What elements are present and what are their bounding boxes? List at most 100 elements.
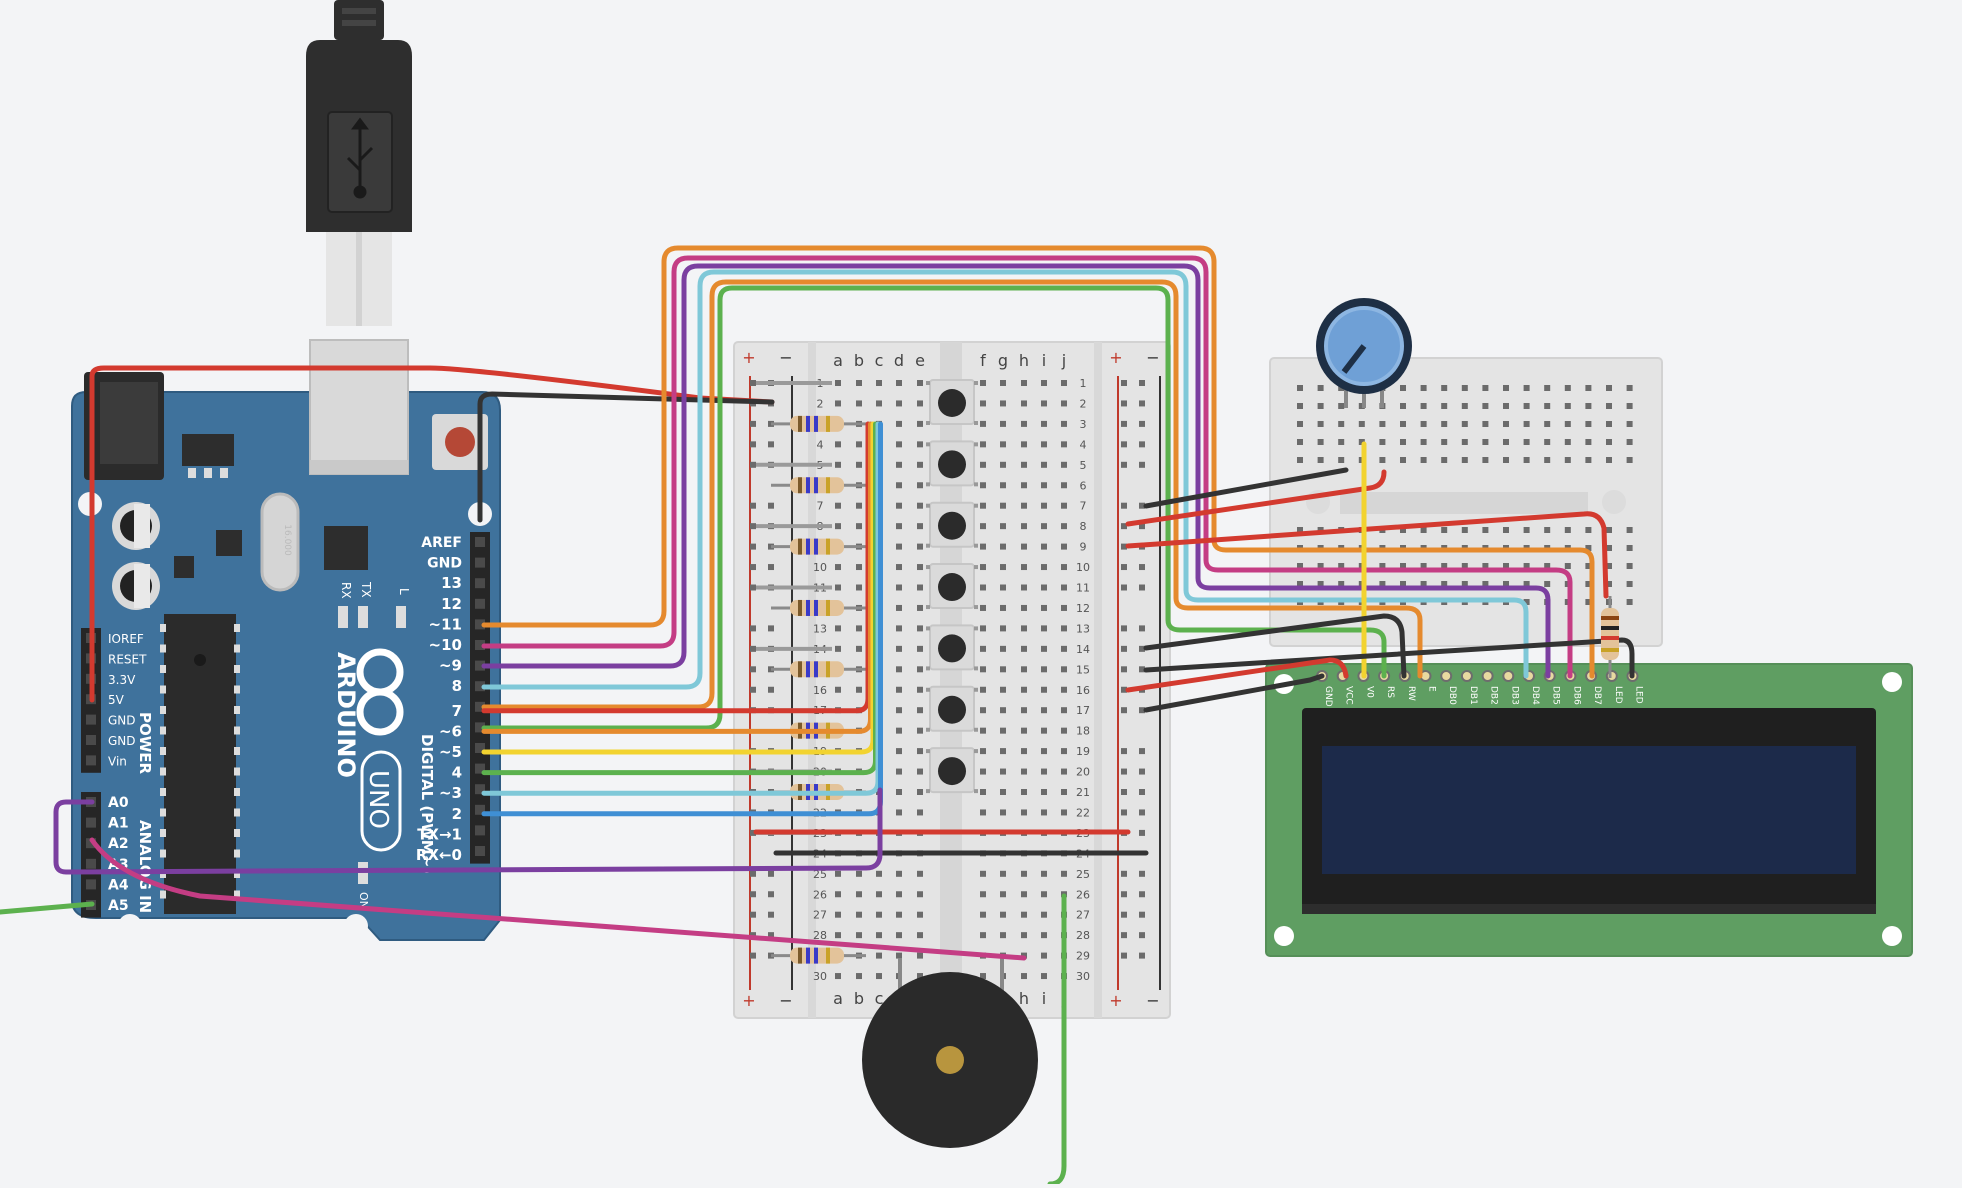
wire-lcd-led-gnd[interactable] [1143, 637, 1635, 679]
mini-breadboard-hole[interactable] [1400, 421, 1406, 427]
rail-hole[interactable] [1139, 584, 1145, 591]
breadboard-hole[interactable] [980, 584, 986, 591]
header-socket[interactable] [475, 743, 485, 753]
breadboard-hole[interactable] [917, 461, 923, 468]
rail-hole[interactable] [1139, 809, 1145, 816]
rail-hole[interactable] [768, 564, 774, 571]
breadboard-hole[interactable] [917, 543, 923, 550]
wire-d9[interactable] [481, 279, 1423, 710]
breadboard-hole[interactable] [856, 380, 862, 386]
rail-hole[interactable] [1139, 748, 1145, 755]
header-socket[interactable] [475, 701, 485, 712]
header-socket[interactable] [86, 879, 96, 890]
rail-hole[interactable] [1121, 461, 1127, 468]
rail-hole[interactable] [1121, 502, 1127, 509]
header-socket[interactable] [475, 537, 485, 547]
breadboard-hole[interactable] [1041, 400, 1047, 407]
breadboard-hole[interactable] [1021, 400, 1027, 407]
mini-breadboard-hole[interactable] [1420, 581, 1427, 587]
mini-breadboard-hole[interactable] [1564, 403, 1571, 409]
mini-breadboard-hole[interactable] [1523, 439, 1530, 445]
rail-hole[interactable] [1121, 564, 1127, 571]
breadboard-hole[interactable] [1000, 645, 1006, 652]
breadboard-hole[interactable] [896, 461, 902, 468]
rail-hole[interactable] [768, 870, 774, 877]
breadboard-hole[interactable] [896, 502, 902, 509]
wire-d8[interactable] [481, 285, 1387, 731]
rail-hole[interactable] [1121, 870, 1127, 877]
rail-hole[interactable] [750, 564, 756, 571]
mini-breadboard-hole[interactable] [1523, 421, 1530, 427]
rail-hole[interactable] [1121, 523, 1127, 530]
breadboard-hole[interactable] [856, 564, 862, 571]
wire-5v[interactable] [89, 365, 775, 703]
breadboard-hole[interactable] [876, 973, 882, 980]
breadboard-hole[interactable] [1061, 789, 1067, 795]
mini-breadboard-hole[interactable] [1461, 439, 1468, 445]
breadboard-hole[interactable] [1041, 768, 1047, 775]
breadboard-hole[interactable] [896, 625, 902, 632]
breadboard-hole[interactable] [917, 952, 923, 959]
rail-hole[interactable] [1139, 625, 1145, 632]
breadboard-hole[interactable] [1000, 523, 1006, 530]
breadboard-hole[interactable] [1061, 380, 1067, 386]
breadboard-hole[interactable] [896, 420, 902, 427]
breadboard-hole[interactable] [835, 380, 841, 386]
mini-breadboard-hole[interactable] [1317, 385, 1324, 391]
breadboard-hole[interactable] [1021, 870, 1027, 877]
header-socket[interactable] [86, 858, 96, 869]
breadboard-hole[interactable] [980, 686, 986, 693]
breadboard-hole[interactable] [1061, 645, 1067, 652]
wire-layer[interactable] [0, 245, 1635, 1187]
breadboard-hole[interactable] [980, 645, 986, 652]
breadboard-hole[interactable] [917, 686, 923, 693]
rail-hole[interactable] [768, 502, 774, 509]
breadboard-hole[interactable] [856, 502, 862, 509]
breadboard-hole[interactable] [1061, 584, 1067, 591]
mini-breadboard-hole[interactable] [1338, 563, 1345, 569]
breadboard-hole[interactable] [1061, 604, 1067, 611]
mini-breadboard-hole[interactable] [1420, 421, 1427, 427]
breadboard-hole[interactable] [835, 625, 841, 632]
mini-breadboard-hole[interactable] [1358, 403, 1365, 409]
header-socket[interactable] [475, 598, 485, 609]
breadboard-hole[interactable] [1021, 380, 1027, 386]
breadboard-hole[interactable] [1021, 686, 1027, 693]
mini-breadboard-hole[interactable] [1585, 563, 1592, 569]
breadboard-hole[interactable] [856, 441, 862, 448]
rail-hole[interactable] [750, 543, 756, 550]
mini-breadboard-hole[interactable] [1606, 457, 1612, 463]
mini-breadboard-hole[interactable] [1503, 563, 1509, 569]
mini-breadboard-hole[interactable] [1441, 581, 1448, 587]
rail-hole[interactable] [1139, 707, 1145, 714]
rail-hole[interactable] [1121, 400, 1127, 407]
rail-hole[interactable] [750, 441, 756, 448]
breadboard-hole[interactable] [917, 932, 923, 939]
mini-breadboard-hole[interactable] [1441, 403, 1448, 409]
breadboard-hole[interactable] [1061, 727, 1067, 734]
breadboard-hole[interactable] [1021, 604, 1027, 611]
breadboard-hole[interactable] [1061, 502, 1067, 509]
breadboard-hole[interactable] [980, 420, 986, 427]
breadboard-hole[interactable] [896, 441, 902, 448]
breadboard-hole[interactable] [980, 502, 986, 509]
rail-hole[interactable] [1139, 645, 1145, 652]
breadboard-hole[interactable] [917, 891, 923, 898]
breadboard-hole[interactable] [917, 707, 923, 714]
breadboard-hole[interactable] [1041, 686, 1047, 693]
breadboard-hole[interactable] [980, 932, 986, 939]
breadboard-hole[interactable] [1000, 400, 1006, 407]
breadboard-hole[interactable] [980, 604, 986, 611]
rail-hole[interactable] [1121, 645, 1127, 652]
breadboard-hole[interactable] [1041, 727, 1047, 734]
mini-breadboard-hole[interactable] [1544, 527, 1551, 533]
breadboard-hole[interactable] [1000, 870, 1006, 877]
rail-hole[interactable] [1139, 420, 1145, 427]
header-socket[interactable] [475, 660, 485, 671]
breadboard-hole[interactable] [1061, 707, 1067, 714]
mini-breadboard-hole[interactable] [1317, 403, 1324, 409]
rail-hole[interactable] [1121, 891, 1127, 898]
mini-breadboard-hole[interactable] [1503, 527, 1509, 533]
breadboard-hole[interactable] [1021, 523, 1027, 530]
breadboard-hole[interactable] [1021, 973, 1027, 980]
